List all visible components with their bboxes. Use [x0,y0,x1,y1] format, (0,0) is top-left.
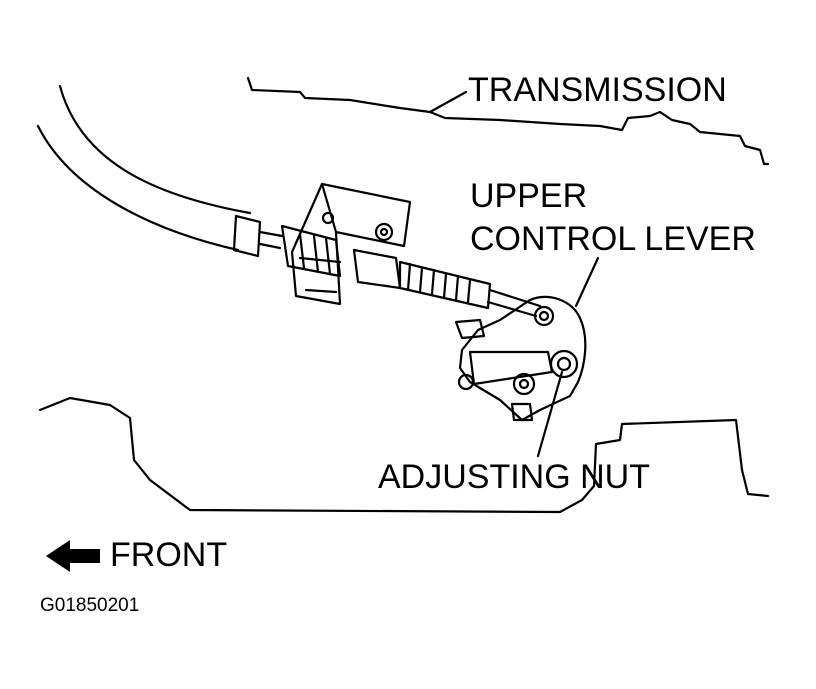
figure-id: G01850201 [40,595,140,616]
transmission-leader-line [428,90,468,114]
cable-end-cap [232,214,262,258]
adjusting-nut-bolt-inner [556,356,572,372]
left-arrow-icon [46,540,100,572]
lower-bolt [457,373,475,391]
adjusting-nut-leader-line [536,370,564,458]
lever-bottom-tab [510,402,534,422]
label-front: FRONT [110,536,228,574]
label-transmission: TRANSMISSION [468,71,727,109]
cable-fitting [280,224,342,278]
bracket-hole [321,211,335,225]
lever-tab [454,318,486,340]
threaded-adjuster [352,248,402,290]
thread-marks [406,262,472,304]
cable-mounting-bracket [290,182,412,306]
cable-rod [258,230,284,250]
cable-fitting-ridges [298,232,332,276]
bracket-inner-fold [298,182,342,294]
cable-rod-end [486,288,542,318]
label-adjusting-nut: ADJUSTING NUT [378,458,650,496]
label-upper-control-lever-line1: UPPER [470,177,588,215]
upper-control-lever-pivot [533,305,555,327]
upper-control-lever [458,295,587,422]
transmission-case-outline-bottom [38,396,770,514]
lever-bolt-inner [518,378,530,390]
bracket-bolt [374,222,394,242]
threaded-section [398,260,492,310]
shift-cable-outer-edge [58,84,252,215]
transmission-case-outline-top [246,76,770,166]
upper-control-lever-leader-line [574,256,600,308]
shift-cable-inner-edge [36,124,240,252]
adjusting-nut-bolt [549,349,579,379]
label-upper-control-lever-line2: CONTROL LEVER [470,220,756,258]
lever-bolt [512,372,536,396]
lever-arm [468,350,554,386]
upper-control-lever-pivot-inner [538,310,550,322]
bracket-bolt-center [379,227,389,237]
